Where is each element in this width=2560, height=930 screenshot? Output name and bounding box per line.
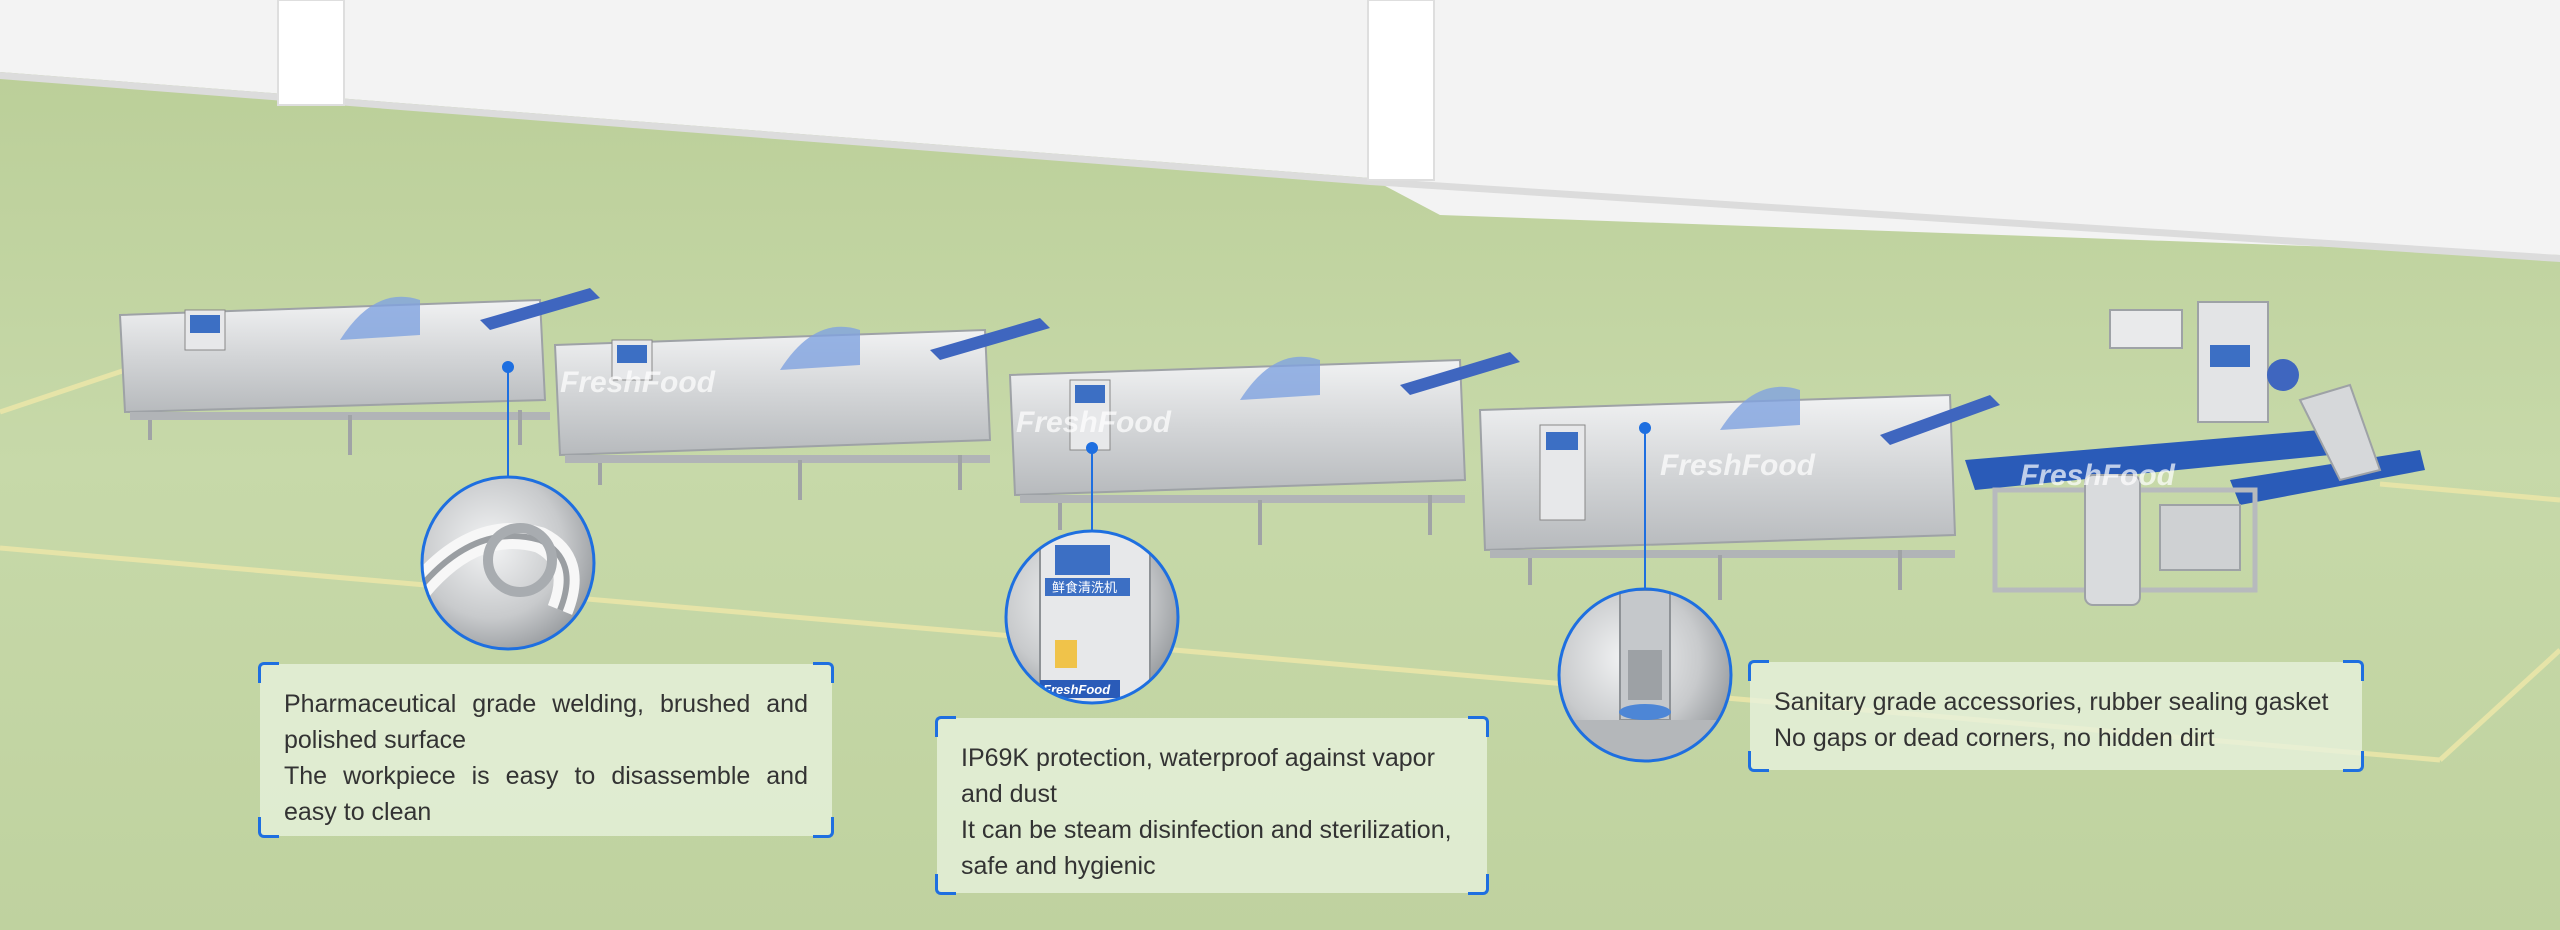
callout-sanitary-line2: No gaps or dead corners, no hidden dirt xyxy=(1774,724,2215,752)
washer-machine-2 xyxy=(553,318,1050,500)
zoom-detail-control-panel: 鲜食清洗机 FreshFood xyxy=(1004,529,1180,705)
panel-brand-badge: FreshFood xyxy=(1043,682,1111,697)
panel-cn-label: 鲜食清洗机 xyxy=(1052,580,1117,596)
zoom-detail-welding xyxy=(420,475,596,651)
washer-machine-3 xyxy=(1008,352,1520,545)
zoom-detail-sealing-gasket xyxy=(1557,587,1733,763)
callout-connectors xyxy=(502,361,1651,589)
callout-welding-line2: The workpiece is easy to disassemble and… xyxy=(284,762,808,826)
callout-welding-line1: Pharmaceutical grade welding, brushed an… xyxy=(284,690,808,754)
watermark-1: FreshFood xyxy=(560,366,716,399)
callout-ip69k: IP69K protection, waterproof against vap… xyxy=(935,716,1489,895)
callout-sanitary: Sanitary grade accessories, rubber seali… xyxy=(1748,660,2364,772)
callout-ip69k-line2: It can be steam disinfection and sterili… xyxy=(961,816,1452,880)
back-wall xyxy=(0,0,2560,262)
watermark-4: FreshFood xyxy=(2020,459,2176,492)
callout-sanitary-line1: Sanitary grade accessories, rubber seali… xyxy=(1774,688,2329,716)
watermark-2: FreshFood xyxy=(1016,406,1172,439)
washer-machine-4 xyxy=(1478,386,2000,600)
dewatering-conveyor-unit xyxy=(1965,301,2425,606)
callout-welding: Pharmaceutical grade welding, brushed an… xyxy=(258,662,834,838)
watermark-3: FreshFood xyxy=(1660,449,1816,482)
washer-machine-1 xyxy=(118,288,600,455)
callout-ip69k-line1: IP69K protection, waterproof against vap… xyxy=(961,744,1435,808)
